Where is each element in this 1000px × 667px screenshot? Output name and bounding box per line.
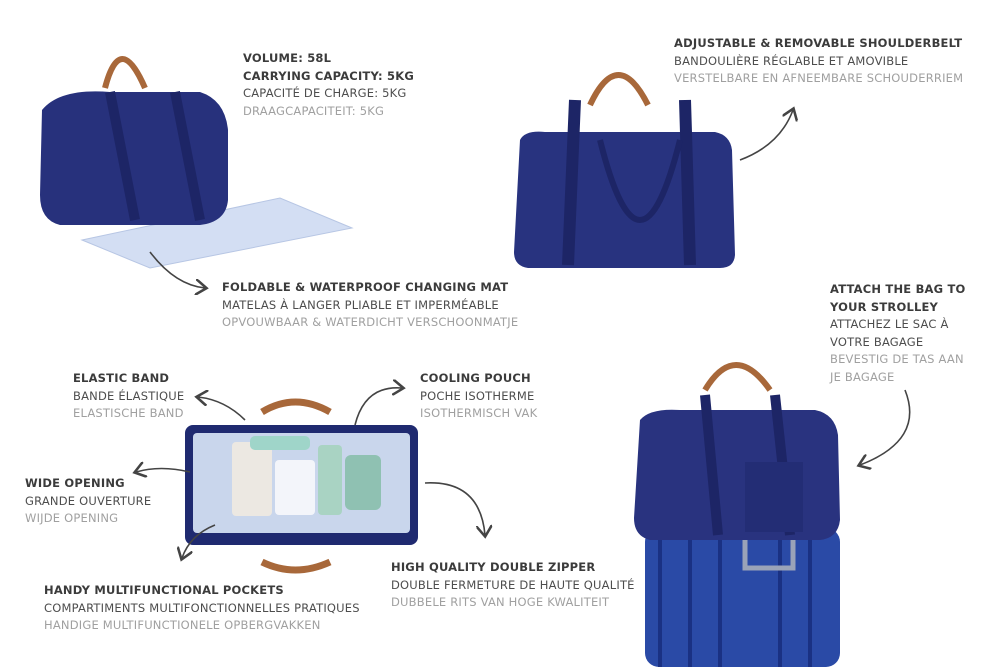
bag-side-image — [40, 56, 228, 225]
mat-fr: MATELAS À LANGER PLIABLE ET IMPERMÉABLE — [222, 297, 499, 312]
mat-en: FOLDABLE & WATERPROOF CHANGING MAT — [222, 280, 509, 294]
strolley-nl-1: BEVESTIG DE TAS AAN — [830, 352, 964, 366]
cooling-en: COOLING POUCH — [420, 371, 531, 385]
shoulderbelt-callout: ADJUSTABLE & REMOVABLE SHOULDERBELT BAND… — [674, 35, 963, 88]
pockets-callout: HANDY MULTIFUNCTIONAL POCKETS COMPARTIME… — [44, 582, 360, 635]
capacity-nl: DRAAGCAPACITEIT: 5KG — [243, 103, 385, 118]
strolley-fr-2: VOTRE BAGAGE — [830, 334, 924, 349]
shoulderbelt-nl: VERSTELBARE EN AFNEEMBARE SCHOUDERRIEM — [674, 71, 964, 85]
elastic-nl: ELASTISCHE BAND — [73, 406, 184, 420]
changing-mat-callout: FOLDABLE & WATERPROOF CHANGING MAT MATEL… — [222, 279, 518, 332]
capacity-fr: CAPACITÉ DE CHARGE: 5KG — [243, 86, 407, 100]
strolley-callout: ATTACH THE BAG TO YOUR STROLLEY ATTACHEZ… — [830, 281, 966, 386]
elastic-band-callout: ELASTIC BAND BANDE ÉLASTIQUE ELASTISCHE … — [73, 370, 184, 423]
zipper-nl: DUBBELE RITS VAN HOGE KWALITEIT — [391, 595, 610, 609]
bag-on-suitcase-image — [634, 362, 840, 667]
wide-opening-callout: WIDE OPENING GRANDE OUVERTURE WIJDE OPEN… — [25, 475, 151, 528]
zipper-fr: DOUBLE FERMETURE DE HAUTE QUALITÉ — [391, 577, 635, 592]
cooling-pouch-callout: COOLING POUCH POCHE ISOTHERME ISOTHERMIS… — [420, 370, 537, 423]
pockets-nl: HANDIGE MULTIFUNCTIONELE OPBERGVAKKEN — [44, 618, 321, 632]
elastic-fr: BANDE ÉLASTIQUE — [73, 388, 185, 403]
pockets-fr: COMPARTIMENTS MULTIFONCTIONNELLES PRATIQ… — [44, 600, 360, 615]
opening-en: WIDE OPENING — [25, 476, 125, 490]
zipper-callout: HIGH QUALITY DOUBLE ZIPPER DOUBLE FERMET… — [391, 559, 635, 612]
shoulderbelt-fr: BANDOULIÈRE RÉGLABLE ET AMOVIBLE — [674, 53, 909, 68]
callout-arrows — [136, 110, 911, 558]
opening-nl: WIJDE OPENING — [25, 511, 119, 525]
strolley-en-2: YOUR STROLLEY — [830, 299, 939, 314]
bag-open-image — [185, 398, 418, 574]
shoulderbelt-en: ADJUSTABLE & REMOVABLE SHOULDERBELT — [674, 36, 963, 50]
elastic-en: ELASTIC BAND — [73, 371, 170, 385]
strolley-en-1: ATTACH THE BAG TO — [830, 282, 966, 296]
volume-label: VOLUME: 58L — [243, 51, 332, 65]
strolley-fr-1: ATTACHEZ LE SAC À — [830, 317, 949, 331]
strolley-nl-2: JE BAGAGE — [830, 369, 895, 384]
zipper-en: HIGH QUALITY DOUBLE ZIPPER — [391, 560, 596, 574]
bag-front-image — [514, 72, 735, 268]
cooling-fr: POCHE ISOTHERME — [420, 388, 535, 403]
capacity-label: CARRYING CAPACITY: 5KG — [243, 68, 414, 83]
opening-fr: GRANDE OUVERTURE — [25, 493, 152, 508]
mat-nl: OPVOUWBAAR & WATERDICHT VERSCHOONMATJE — [222, 315, 519, 329]
cooling-nl: ISOTHERMISCH VAK — [420, 406, 538, 420]
volume-specs: VOLUME: 58L CARRYING CAPACITY: 5KG CAPAC… — [243, 50, 414, 120]
pockets-en: HANDY MULTIFUNCTIONAL POCKETS — [44, 583, 284, 597]
